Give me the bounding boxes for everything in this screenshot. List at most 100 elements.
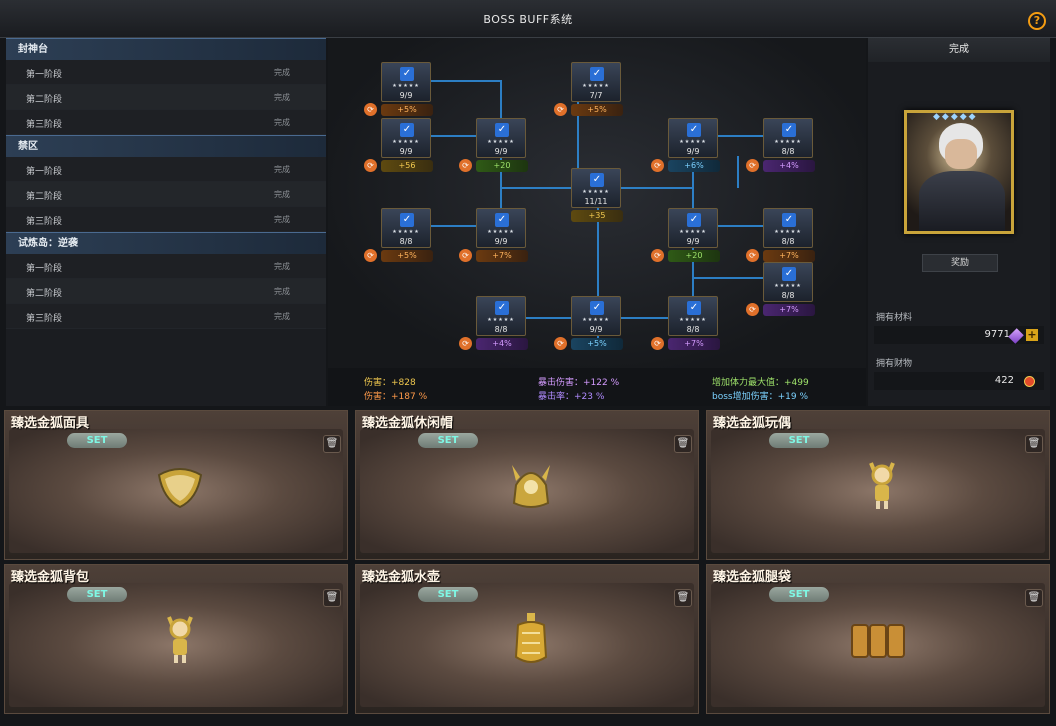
node-bonus: +7% [668,338,720,350]
portrait-armor [919,171,1005,231]
buff-node[interactable]: ✓★★★★★9/9 [476,208,526,248]
node-count: 8/8 [781,291,795,300]
stage-status: 完成 [274,190,290,199]
node-count: 9/9 [494,237,508,246]
stars-icon: ★★★★★ [679,139,707,145]
buff-node[interactable]: ✓★★★★★9/9 [668,118,718,158]
check-icon: ✓ [590,173,604,187]
stage-row[interactable]: 第三阶段完成 [6,304,326,329]
stage-status: 完成 [274,287,290,296]
card-title: 臻选金狐腿袋 [713,570,792,585]
add-materials-button[interactable]: + [1026,328,1038,341]
node-bonus: +7% [763,304,815,316]
set-button[interactable]: SET [769,587,829,602]
stage-row[interactable]: 第三阶段完成 [6,207,326,232]
stars-icon: ★★★★★ [487,317,515,323]
buff-node[interactable]: ✓★★★★★8/8 [763,262,813,302]
stats-summary: 伤害：+828 伤害：+187 % 暴击伤害：+122 % 暴击率：+23 % … [328,368,866,406]
card-title: 臻选金狐玩偶 [713,416,792,431]
section-header-shiliandao[interactable]: 试炼岛：逆袭 [6,232,326,254]
buff-node[interactable]: ✓★★★★★8/8 [381,208,431,248]
refresh-icon[interactable]: ⟳ [459,337,472,350]
node-bonus: +6% [668,160,720,172]
stars-icon: ★★★★★ [679,229,707,235]
equipment-card[interactable]: 臻选金狐背包 SET 🗑 [4,564,348,714]
buff-node[interactable]: ✓★★★★★11/11 [571,168,621,208]
stage-row[interactable]: 第一阶段完成 [6,157,326,182]
trash-icon[interactable]: 🗑 [323,435,341,453]
reward-button[interactable]: 奖励 [922,254,998,272]
equipment-card[interactable]: 臻选金狐休闲帽 SET 🗑 [355,410,699,560]
refresh-icon[interactable]: ⟳ [746,303,759,316]
set-button[interactable]: SET [418,587,478,602]
node-count: 8/8 [494,325,508,334]
check-icon: ✓ [590,67,604,81]
node-count: 9/9 [589,325,603,334]
equipment-card[interactable]: 臻选金狐腿袋 SET 🗑 [706,564,1050,714]
buff-node[interactable]: ✓★★★★★8/8 [668,296,718,336]
leg-bag-icon [851,624,905,658]
stage-row[interactable]: 第一阶段完成 [6,60,326,85]
equipment-card[interactable]: 臻选金狐面具 SET 🗑 [4,410,348,560]
node-count: 9/9 [686,147,700,156]
stage-row[interactable]: 第三阶段完成 [6,110,326,135]
stage-sidebar: 封神台 第一阶段完成 第二阶段完成 第三阶段完成 禁区 第一阶段完成 第二阶段完… [6,38,326,406]
equipment-card[interactable]: 臻选金狐水壶 SET 🗑 [355,564,699,714]
node-bonus: +56 [381,160,433,172]
stage-row[interactable]: 第二阶段完成 [6,182,326,207]
stars-icon: ★★★★★ [487,139,515,145]
materials-value: 9771 [984,329,1010,340]
stars-icon: ★★★★★ [679,317,707,323]
buff-node[interactable]: ✓★★★★★8/8 [476,296,526,336]
buff-node[interactable]: ✓★★★★★8/8 [763,208,813,248]
refresh-icon[interactable]: ⟳ [459,159,472,172]
section-header-jinqu[interactable]: 禁区 [6,135,326,157]
stage-row[interactable]: 第二阶段完成 [6,279,326,304]
refresh-icon[interactable]: ⟳ [364,249,377,262]
trash-icon[interactable]: 🗑 [323,589,341,607]
equipment-cards: 臻选金狐面具 SET 🗑 臻选金狐休闲帽 SET 🗑 臻选金狐玩偶 SET 🗑 … [4,410,1052,722]
refresh-icon[interactable]: ⟳ [651,249,664,262]
materials-box [874,326,1044,344]
refresh-icon[interactable]: ⟳ [651,337,664,350]
set-button[interactable]: SET [418,433,478,448]
buff-node[interactable]: ✓★★★★★9/9 [381,62,431,102]
node-bonus: +7% [476,250,528,262]
check-icon: ✓ [782,123,796,137]
section-header-fengshentai[interactable]: 封神台 [6,38,326,60]
refresh-icon[interactable]: ⟳ [651,159,664,172]
help-icon[interactable]: ? [1028,12,1046,30]
check-icon: ✓ [590,301,604,315]
refresh-icon[interactable]: ⟳ [746,159,759,172]
buff-node[interactable]: ✓★★★★★9/9 [571,296,621,336]
set-button[interactable]: SET [67,433,127,448]
node-count: 9/9 [686,237,700,246]
wealth-label: 拥有财物 [876,359,913,369]
buff-node[interactable]: ✓★★★★★7/7 [571,62,621,102]
buff-node[interactable]: ✓★★★★★8/8 [763,118,813,158]
node-count: 8/8 [781,147,795,156]
refresh-icon[interactable]: ⟳ [364,159,377,172]
set-button[interactable]: SET [769,433,829,448]
refresh-icon[interactable]: ⟳ [554,103,567,116]
trash-icon[interactable]: 🗑 [1025,589,1043,607]
trash-icon[interactable]: 🗑 [674,435,692,453]
refresh-icon[interactable]: ⟳ [746,249,759,262]
buff-node[interactable]: ✓★★★★★9/9 [668,208,718,248]
refresh-icon[interactable]: ⟳ [459,249,472,262]
stage-row[interactable]: 第二阶段完成 [6,85,326,110]
trash-icon[interactable]: 🗑 [1025,435,1043,453]
equipment-card[interactable]: 臻选金狐玩偶 SET 🗑 [706,410,1050,560]
check-icon: ✓ [400,67,414,81]
trash-icon[interactable]: 🗑 [674,589,692,607]
refresh-icon[interactable]: ⟳ [554,337,567,350]
doll-icon [167,616,193,663]
refresh-icon[interactable]: ⟳ [364,103,377,116]
buff-node[interactable]: ✓★★★★★9/9 [476,118,526,158]
boss-portrait: ◆◆◆◆◆ [904,110,1014,234]
node-count: 8/8 [686,325,700,334]
set-button[interactable]: SET [67,587,127,602]
stage-row[interactable]: 第一阶段完成 [6,254,326,279]
stars-icon: ★★★★★ [774,283,802,289]
buff-node[interactable]: ✓★★★★★9/9 [381,118,431,158]
